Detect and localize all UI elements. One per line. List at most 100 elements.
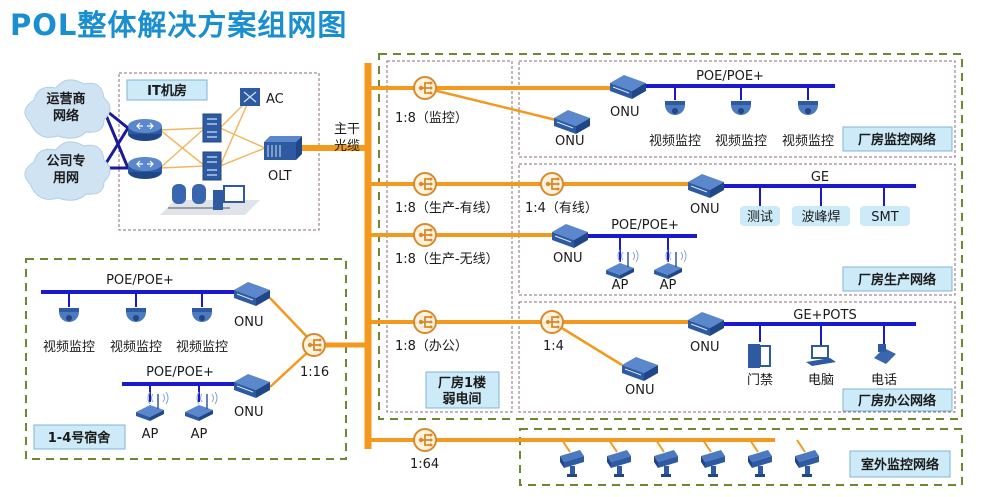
splitter-prod-wired-label: 1:8（生产-有线） xyxy=(395,201,499,216)
monitor-bus-label: POE/POE+ xyxy=(696,69,764,84)
wireless-ap-icon xyxy=(184,391,218,422)
private-network-label-2: 用网 xyxy=(52,171,79,186)
dorm-bus2-label: POE/POE+ xyxy=(146,365,214,380)
outdoor-camera-icon xyxy=(607,450,631,477)
dome-camera-icon xyxy=(126,308,146,322)
onu-icon xyxy=(233,281,271,307)
splitter-prod-wireless-label: 1:8（生产-无线） xyxy=(395,252,499,267)
outdoor-camera-drops xyxy=(561,439,806,453)
dorm-onu1-fiber xyxy=(269,297,311,341)
it-room-label: IT机房 xyxy=(147,83,187,99)
dorm-ap-label: AP xyxy=(191,427,208,442)
office-zone-border xyxy=(518,301,956,413)
it-room-border xyxy=(118,72,320,231)
terminal-wave-solder: 波峰焊 xyxy=(792,206,850,226)
splitter-monitor-label: 1:8（监控） xyxy=(395,111,468,126)
onu-icon xyxy=(553,109,591,135)
onu-icon xyxy=(621,356,659,382)
wireless-ap-icon xyxy=(605,249,639,280)
dorm-camera-label: 视频监控 xyxy=(176,340,228,355)
splitter-icon xyxy=(413,172,437,196)
dome-camera-icon xyxy=(665,101,685,115)
wireless-ap-icon xyxy=(135,391,169,422)
prod-poe-bus-label: POE/POE+ xyxy=(611,218,679,233)
floor1-label-1: 厂房1楼 xyxy=(438,375,486,391)
dome-camera-icon xyxy=(59,308,79,322)
dorm-onu2-fiber xyxy=(269,349,311,388)
splitter-icon xyxy=(302,333,326,357)
dome-camera-icon xyxy=(798,101,818,115)
monitor-onu2-fiber xyxy=(424,86,557,122)
office-onu2-fiber xyxy=(551,320,623,367)
floor1-label-2: 弱电间 xyxy=(442,391,481,407)
carrier-network-label-2: 网络 xyxy=(53,108,79,124)
svg-text:测试: 测试 xyxy=(747,210,773,225)
switch-icon xyxy=(202,113,222,143)
outdoor-camera-icon xyxy=(701,450,725,477)
production-zone-border xyxy=(518,163,956,296)
monitor-zone-label-box: 厂房监控网络 xyxy=(842,126,953,152)
outdoor-camera-icon xyxy=(560,450,584,477)
monitor-onu-label: ONU xyxy=(610,105,639,120)
it-room-links xyxy=(159,97,266,169)
outdoor-camera-icon xyxy=(654,450,678,477)
terminal-smt: SMT xyxy=(860,206,910,226)
carrier-network-cloud: 运营商 网络 xyxy=(24,79,111,139)
switch-icon xyxy=(202,151,222,181)
office-onu-label: ONU xyxy=(690,340,719,355)
monitor-zone-label: 厂房监控网络 xyxy=(858,132,936,148)
splitter-icon xyxy=(413,310,437,334)
wireless-ap-icon xyxy=(653,249,687,280)
diagram-title: POL整体解决方案组网图 xyxy=(10,8,348,42)
phone-icon xyxy=(874,344,896,364)
onu-icon xyxy=(233,373,271,399)
it-room-label-box: IT机房 xyxy=(126,79,208,101)
svg-text:波峰焊: 波峰焊 xyxy=(801,209,840,225)
dorm-onu1-label: ONU xyxy=(234,315,263,330)
ac-label: AC xyxy=(266,92,284,107)
splitter-outdoor-label: 1:64 xyxy=(410,457,439,472)
floor1-label-box: 厂房1楼 弱电间 xyxy=(425,371,500,409)
onu-icon xyxy=(609,74,647,100)
prod-ap-label: AP xyxy=(612,278,629,293)
outdoor-zone-label-box: 室外监控网络 xyxy=(849,450,951,478)
router-icon xyxy=(127,118,163,142)
svg-text:SMT: SMT xyxy=(871,210,898,225)
office-terminal-label: 电话 xyxy=(871,373,897,388)
office-terminal-label: 门禁 xyxy=(747,373,773,388)
outdoor-camera-icon xyxy=(748,450,772,477)
outdoor-zone-label: 室外监控网络 xyxy=(861,457,939,473)
monitor-zone-border xyxy=(518,60,956,158)
production-zone-label: 厂房生产网络 xyxy=(858,272,936,288)
dorm-zone-label: 1-4号宿舍 xyxy=(48,430,111,446)
splitter-icon xyxy=(413,223,437,247)
trunk-label-1: 主干 xyxy=(334,122,360,137)
terminal-test: 测试 xyxy=(740,206,780,226)
door-access-icon xyxy=(748,344,771,368)
prod-onu-poe-label: ONU xyxy=(553,251,582,266)
dorm-onu2-label: ONU xyxy=(234,405,263,420)
splitter-icon xyxy=(413,76,437,100)
office-zone-label-box: 厂房办公网络 xyxy=(842,388,953,412)
outdoor-camera-icon xyxy=(795,450,819,477)
dome-camera-icon xyxy=(731,101,751,115)
olt-icon xyxy=(264,136,302,160)
trunk-label-2: 光缆 xyxy=(334,138,360,154)
office-splitter-label: 1:4 xyxy=(543,339,564,354)
office-onu2-label: ONU xyxy=(625,383,654,398)
dorm-camera-label: 视频监控 xyxy=(43,340,95,355)
dorm-splitter-label: 1:16 xyxy=(300,365,329,380)
splitter-icon xyxy=(413,428,437,452)
onu-icon xyxy=(687,311,725,337)
dome-camera-icon xyxy=(192,308,212,322)
splitter-icon xyxy=(540,310,564,334)
dorm-zone-label-box: 1-4号宿舍 xyxy=(33,424,126,450)
computer-icon xyxy=(806,345,836,366)
onu-icon xyxy=(551,223,589,249)
outdoor-zone-border xyxy=(519,428,963,486)
onu-icon xyxy=(687,173,725,199)
carrier-network-label-1: 运营商 xyxy=(46,91,85,107)
olt-label: OLT xyxy=(268,169,292,184)
dorm-ap-label: AP xyxy=(142,427,159,442)
